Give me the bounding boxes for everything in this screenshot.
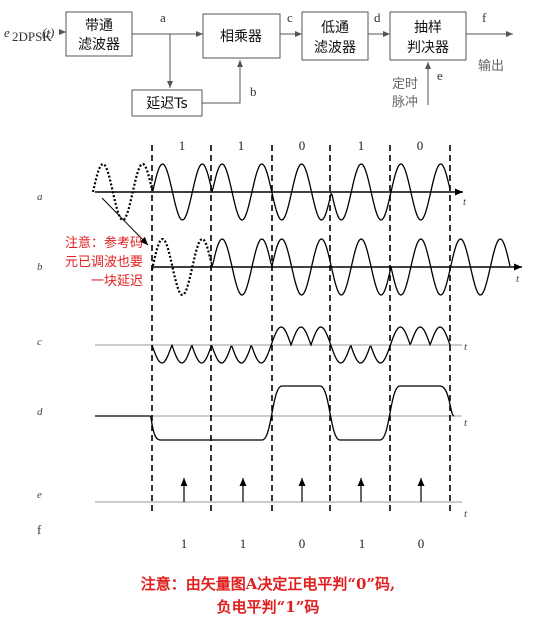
bandpass-filter-block: 带通 滤波器: [65, 11, 133, 57]
timing-pulse-label-1: 定时: [392, 77, 418, 92]
bit-top-4: 0: [417, 138, 424, 153]
bits-top: 1 1 0 1 0: [179, 138, 424, 153]
delay-block: 延迟Ts: [131, 89, 203, 117]
bit-top-3: 1: [358, 138, 365, 153]
wave-d: [95, 385, 455, 441]
bit-bottom-1: 1: [240, 536, 247, 551]
note-ref-delay-1: 注意：参考码: [65, 235, 143, 251]
bits-bottom: 1 1 0 1 0: [181, 536, 425, 551]
multiplier-block: 相乘器: [202, 13, 281, 59]
input-signal-label: e 2DPSK (t): [4, 25, 54, 44]
row-label-a: a: [37, 191, 43, 203]
bit-top-2: 0: [299, 138, 306, 153]
axis-d-t: t: [464, 417, 468, 429]
bit-top-1: 1: [238, 138, 245, 153]
reference-delay-arrow: [101, 197, 149, 246]
note-bottom-2: 负电平判“1”码: [217, 598, 320, 616]
label-d: d: [374, 10, 381, 25]
wave-b: [210, 238, 511, 296]
wave-b-reference: [150, 237, 213, 297]
svg-text:2DPSK: 2DPSK: [12, 29, 52, 44]
label-c: c: [287, 10, 293, 25]
label-a: a: [160, 10, 166, 25]
row-label-b: b: [37, 261, 43, 273]
waveforms: [91, 162, 511, 441]
svg-text:抽样: 抽样: [414, 20, 442, 36]
row-label-f: f: [37, 522, 42, 537]
svg-text:相乘器: 相乘器: [220, 29, 262, 45]
wave-c: [151, 326, 451, 364]
note-ref-delay-3: 一块延迟: [91, 274, 143, 289]
svg-text:滤波器: 滤波器: [314, 40, 356, 56]
axis-e-t: t: [464, 508, 468, 520]
svg-text:滤波器: 滤波器: [78, 37, 120, 53]
lowpass-filter-block: 低通 滤波器: [301, 11, 369, 61]
label-f: f: [482, 10, 487, 25]
svg-text:判决器: 判决器: [407, 40, 449, 56]
note-ref-delay-2: 元已调波也要: [65, 255, 143, 270]
axis-b-t: t: [516, 273, 520, 285]
output-label: 输出: [478, 58, 504, 74]
svg-text:低通: 低通: [321, 20, 349, 36]
svg-text:(t): (t): [42, 25, 54, 40]
row-label-d: d: [37, 406, 43, 418]
wave-a: [151, 163, 451, 221]
bit-bottom-2: 0: [299, 536, 306, 551]
bit-bottom-4: 0: [418, 536, 425, 551]
label-b: b: [250, 84, 257, 99]
row-label-c: c: [37, 336, 42, 348]
timing-pulse-label-2: 脉冲: [392, 95, 418, 110]
sampling-pulses: [180, 478, 425, 502]
bit-top-0: 1: [179, 138, 186, 153]
note-bottom-1: 注意：由矢量图A决定正电平判“0”码,: [141, 575, 396, 593]
svg-text:延迟Ts: 延迟Ts: [146, 96, 188, 112]
bit-bottom-0: 1: [181, 536, 188, 551]
svg-text:e: e: [4, 25, 10, 40]
axis-a-t: t: [463, 196, 467, 208]
bit-bottom-3: 1: [359, 536, 366, 551]
row-label-e: e: [37, 489, 42, 501]
label-e: e: [437, 68, 443, 83]
svg-text:带通: 带通: [85, 18, 113, 34]
bit-boundaries: [151, 145, 451, 515]
axis-c-t: t: [464, 341, 468, 353]
sampler-decision-block: 抽样 判决器: [389, 11, 467, 61]
